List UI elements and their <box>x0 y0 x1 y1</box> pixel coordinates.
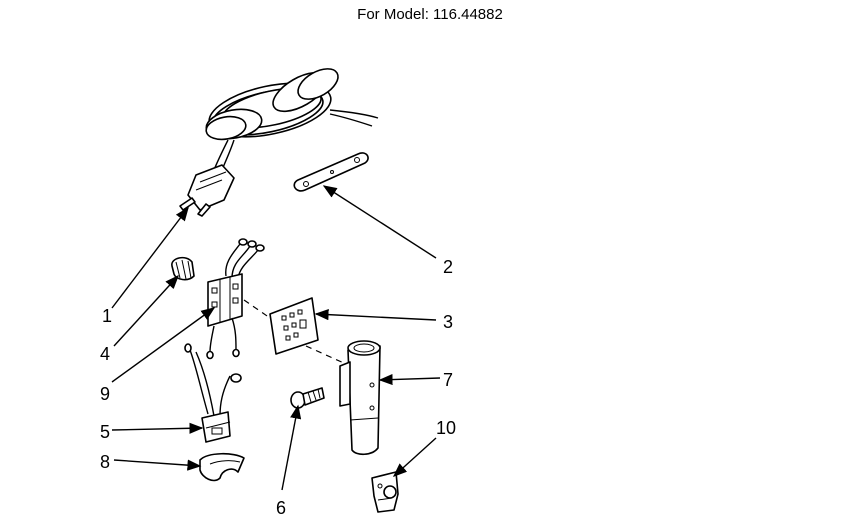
callout-4: 4 <box>100 344 110 364</box>
power-cord-part <box>179 68 379 217</box>
leader-line-2 <box>322 185 437 259</box>
leader-line-6 <box>281 404 302 491</box>
assembly-line <box>243 299 271 319</box>
wire-nut-part <box>171 256 195 281</box>
callout-10: 10 <box>436 418 456 438</box>
leader-line-1 <box>111 206 189 309</box>
switch-button-part <box>199 452 245 482</box>
circuit-board-part <box>269 297 319 355</box>
strap-part <box>293 152 369 192</box>
leader-line-5 <box>111 422 204 434</box>
bracket-part <box>371 471 399 513</box>
leader-line-7 <box>378 373 441 386</box>
callout-2: 2 <box>443 257 453 277</box>
assembly-line <box>305 345 347 365</box>
callout-labels: 1 2 3 4 5 6 7 8 9 10 <box>100 257 456 518</box>
callout-3: 3 <box>443 312 453 332</box>
leader-line-8 <box>113 459 202 471</box>
leader-lines <box>111 185 441 491</box>
switch-part <box>184 343 242 443</box>
callout-1: 1 <box>102 306 112 326</box>
leader-line-4 <box>113 274 179 347</box>
callout-6: 6 <box>276 498 286 518</box>
callout-7: 7 <box>443 370 453 390</box>
callout-5: 5 <box>100 422 110 442</box>
model-title: For Model: 116.44882 <box>357 6 503 23</box>
tube-part <box>339 340 381 456</box>
callout-8: 8 <box>100 452 110 472</box>
callout-9: 9 <box>100 384 110 404</box>
terminal-block-part <box>206 238 265 360</box>
leader-line-3 <box>314 309 437 321</box>
leader-line-9 <box>111 307 216 383</box>
screw-part <box>290 387 325 409</box>
leader-line-10 <box>392 437 437 477</box>
